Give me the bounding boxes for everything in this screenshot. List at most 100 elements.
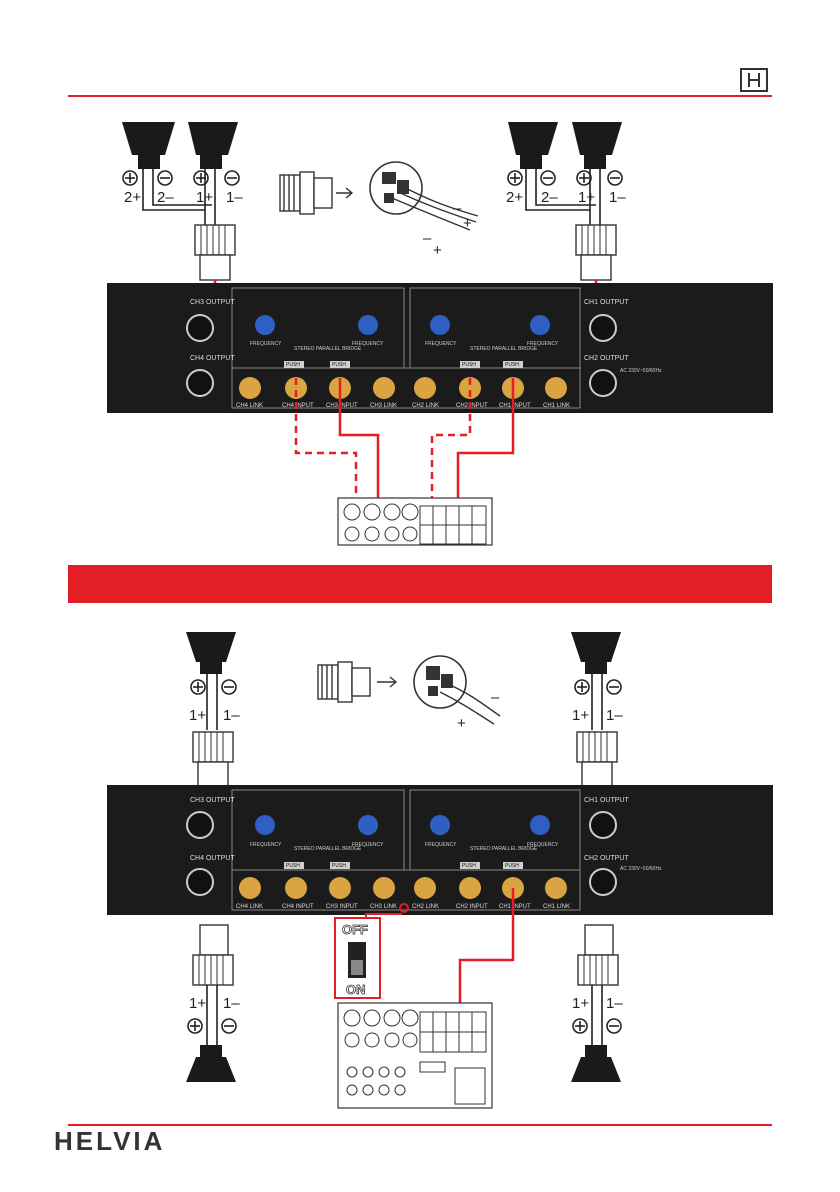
terminal-label: 2+: [124, 189, 141, 206]
amplifier-rear-panel: [107, 283, 773, 413]
jack-label: CH4 INPUT: [282, 904, 314, 910]
jack-label: CH4 LINK: [236, 904, 263, 910]
terminal-label: 2+: [506, 189, 523, 206]
switch-off-label: OFF: [342, 922, 368, 937]
push-tab: PUSH: [286, 362, 300, 368]
wire-polarity: +: [463, 215, 472, 232]
wire-polarity: –: [491, 689, 500, 706]
frequency-label: FREQUENCY: [425, 842, 457, 848]
mode-switch-label: STEREO PARALLEL BRIDGE: [294, 346, 362, 352]
frequency-label: FREQUENCY: [425, 341, 457, 347]
mode-switch-label: STEREO PARALLEL BRIDGE: [470, 846, 538, 852]
mains-label: AC 230V~50/60Hz: [620, 368, 662, 374]
connector-pinout-icon: [413, 655, 501, 725]
section-divider-band: [68, 565, 772, 603]
wire-polarity: +: [433, 242, 442, 259]
terminal-label: 1–: [226, 189, 243, 206]
push-tab: PUSH: [505, 362, 519, 368]
diagram-parallel: 1+ 1– – + 1+ 1–: [107, 632, 773, 1109]
speakon-plug-icon: [576, 731, 618, 787]
switch-on-label: ON: [346, 982, 366, 997]
frequency-label: FREQUENCY: [527, 341, 559, 347]
brand-wordmark: HELVIA: [54, 1126, 166, 1156]
signal-cable-ch3: [338, 378, 380, 505]
terminal-label: 1+: [189, 995, 206, 1012]
speakon-plug-icon: [317, 661, 371, 703]
amplifier-rear-panel: [107, 785, 773, 915]
footer-rule: [68, 1124, 772, 1126]
jack-label: CH2 LINK: [412, 904, 439, 910]
signal-cable-ch1: [456, 378, 515, 505]
speaker-icon: [186, 632, 236, 674]
terminal-label: 1+: [572, 707, 589, 724]
wire-polarity: +: [457, 715, 466, 732]
mode-switch-label: STEREO PARALLEL BRIDGE: [470, 346, 538, 352]
mode-switch-label: STEREO PARALLEL BRIDGE: [294, 846, 362, 852]
parallel-switch: [334, 917, 381, 999]
jack-label: CH3 LINK: [370, 904, 397, 910]
switch-marker: [399, 903, 409, 913]
diagram-stereo-bridge: 2+ 2– 1+ 1– – + – +: [107, 122, 773, 546]
frequency-label: FREQUENCY: [250, 341, 282, 347]
mixer-icon: [337, 497, 493, 546]
terminal-label: 1+: [572, 995, 589, 1012]
mixer-icon: [337, 1002, 493, 1109]
speaker-icon: [571, 632, 621, 674]
push-tab: PUSH: [286, 863, 300, 869]
ch4-output-label: CH4 OUTPUT: [190, 355, 235, 362]
terminal-label: 1–: [609, 189, 626, 206]
terminal-label: 2–: [541, 189, 558, 206]
connector-pinout-icon: [369, 161, 479, 231]
jack-label: CH1 INPUT: [499, 403, 531, 409]
ch3-output-label: CH3 OUTPUT: [190, 797, 235, 804]
speakon-plug-icon: [192, 924, 234, 986]
push-tab: PUSH: [462, 863, 476, 869]
jack-label: CH1 LINK: [543, 403, 570, 409]
brand-logo-icon: [740, 68, 768, 92]
jack-label: CH1 LINK: [543, 904, 570, 910]
speaker-icon: [122, 122, 175, 169]
jack-label: CH3 LINK: [370, 403, 397, 409]
mains-label: AC 230V~50/60Hz: [620, 866, 662, 872]
jack-label: CH3 INPUT: [326, 904, 358, 910]
push-tab: PUSH: [462, 362, 476, 368]
terminal-label: 1+: [196, 189, 213, 206]
speaker-icon: [186, 1045, 236, 1082]
arrow-right-icon: [336, 187, 354, 199]
ch2-output-label: CH2 OUTPUT: [584, 855, 629, 862]
jack-label: CH2 INPUT: [456, 403, 488, 409]
speaker-icon: [508, 122, 558, 169]
frequency-label: FREQUENCY: [352, 341, 384, 347]
frequency-label: FREQUENCY: [250, 842, 282, 848]
signal-cable-ch4: [294, 378, 358, 505]
arrow-right-icon: [377, 676, 398, 688]
frequency-label: FREQUENCY: [527, 842, 559, 848]
jack-label: CH1 INPUT: [499, 904, 531, 910]
speakon-plug-icon: [194, 224, 236, 281]
speaker-icon: [572, 122, 622, 169]
header-rule: [68, 95, 772, 97]
terminal-label: 1+: [189, 707, 206, 724]
jack-label: CH2 INPUT: [456, 904, 488, 910]
jack-label: CH4 INPUT: [282, 403, 314, 409]
speakon-plug-icon: [577, 924, 619, 986]
terminal-label: 1–: [606, 707, 623, 724]
terminal-label: 2–: [157, 189, 174, 206]
terminal-label: 1–: [223, 707, 240, 724]
jack-label: CH2 LINK: [412, 403, 439, 409]
signal-cable-ch1: [458, 888, 515, 1005]
speakon-plug-icon: [575, 224, 617, 281]
speaker-icon: [188, 122, 238, 169]
push-tab: PUSH: [505, 863, 519, 869]
signal-cable-ch2: [430, 378, 472, 505]
push-tab: PUSH: [332, 863, 346, 869]
wire-polarity: –: [453, 200, 462, 217]
ch3-output-label: CH3 OUTPUT: [190, 299, 235, 306]
terminal-label: 1–: [606, 995, 623, 1012]
jack-label: CH3 INPUT: [326, 403, 358, 409]
jack-label: CH4 LINK: [236, 403, 263, 409]
terminal-label: 1+: [578, 189, 595, 206]
wire-polarity: –: [423, 230, 432, 247]
ch4-output-label: CH4 OUTPUT: [190, 855, 235, 862]
ch1-output-label: CH1 OUTPUT: [584, 299, 629, 306]
